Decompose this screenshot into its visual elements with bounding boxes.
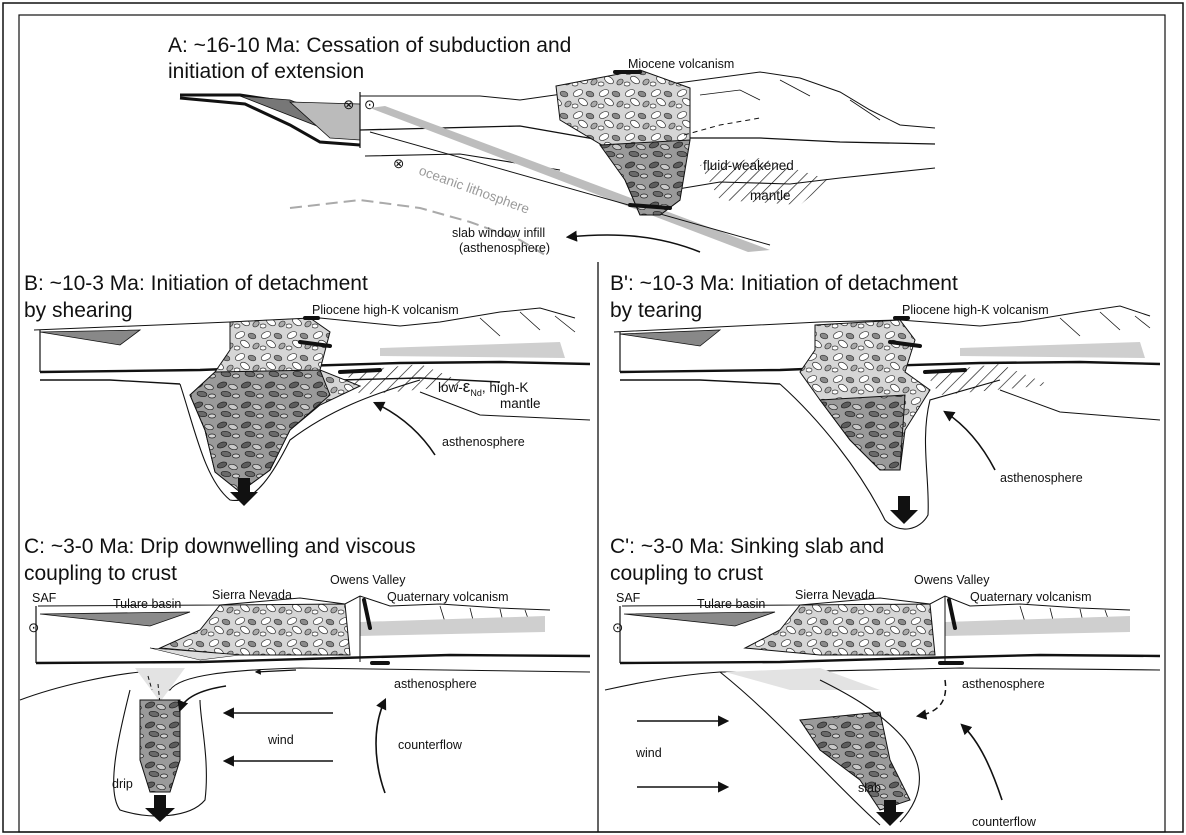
panel-c-drip-body — [140, 700, 180, 792]
panel-b2-asthenosphere-label: asthenosphere — [1000, 471, 1083, 485]
panel-a-fluid-label-2: mantle — [750, 188, 791, 203]
panel-b: B: ~10-3 Ma: Initiation of detachment by… — [24, 272, 590, 506]
panel-c: C: ~3-0 Ma: Drip downwelling and viscous… — [20, 535, 590, 822]
panel-c-lithosphere-base — [20, 668, 590, 700]
panel-a-into-page-symbol: ⊗ — [343, 97, 354, 112]
panel-b2-tearing-slab — [820, 395, 905, 470]
panel-c2-asthenosphere-label: asthenosphere — [962, 677, 1045, 691]
panel-c2-light-wedge — [945, 616, 1130, 636]
panel-c2-coupling-arrow — [918, 680, 946, 716]
panel-c2-wind-label: wind — [635, 746, 662, 760]
panel-c-owens-label: Owens Valley — [330, 573, 406, 587]
panel-c-drip-neck — [135, 668, 185, 702]
panel-b-volcanism-label: Pliocene high-K volcanism — [312, 303, 459, 317]
panel-c2-lithosphere-base — [605, 668, 1160, 690]
panel-c-counterflow-arrow — [376, 700, 385, 793]
panel-b2-title-line1: B': ~10-3 Ma: Initiation of detachment — [610, 272, 958, 295]
panel-c-moho — [36, 655, 590, 663]
panel-a-title-line2: initiation of extension — [168, 60, 364, 83]
panel-c-title-line2: coupling to crust — [24, 562, 177, 585]
panel-c2-saf-label: SAF — [616, 591, 641, 605]
panel-c2-counterflow-label: counterflow — [972, 815, 1037, 829]
panel-a-title-line1: A: ~16-10 Ma: Cessation of subduction an… — [168, 34, 571, 57]
panel-b2-relief-lines — [1060, 312, 1150, 336]
panel-b2-lithosphere-east — [1000, 390, 1160, 420]
panel-c-shear-arrow — [256, 670, 296, 672]
panel-c-out-of-page-symbol: ⊙ — [28, 620, 39, 635]
panel-b-prime: B': ~10-3 Ma: Initiation of detachment b… — [610, 272, 1160, 529]
panel-b-title-line1: B: ~10-3 Ma: Initiation of detachment — [24, 272, 368, 295]
panel-b2-basin — [620, 330, 720, 346]
panel-c-tulare-basin — [40, 612, 190, 626]
panel-a-dashed-structure — [684, 118, 760, 135]
panel-c-quaternary-label: Quaternary volcanism — [387, 590, 509, 604]
panel-c-asthenosphere-label: asthenosphere — [394, 677, 477, 691]
panel-b2-enriched-mantle — [925, 364, 1050, 395]
panel-b-basin — [40, 330, 140, 345]
panel-c2-title-line2: coupling to crust — [610, 562, 763, 585]
panel-b-light-wedge — [380, 342, 565, 358]
panel-c2-title-line1: C': ~3-0 Ma: Sinking slab and — [610, 535, 884, 558]
panel-b2-asthenosphere-arrow — [945, 412, 995, 470]
panel-c2-out-of-page-symbol: ⊙ — [612, 620, 623, 635]
panel-b-mantle-label: mantle — [500, 396, 541, 411]
panel-a-lower-crust-body — [600, 140, 690, 215]
panel-c2-moho — [620, 655, 1160, 663]
panel-b2-volcanism-label: Pliocene high-K volcanism — [902, 303, 1049, 317]
panel-a: A: ~16-10 Ma: Cessation of subduction an… — [168, 34, 935, 255]
panel-a-volcanism-label: Miocene volcanism — [628, 57, 734, 71]
panel-a-infill-arrow — [568, 235, 700, 252]
panel-b-mantle-low-label: low-εNd, high-K — [438, 377, 528, 398]
panel-c2-tulare-label: Tulare basin — [697, 597, 765, 611]
panel-b2-title-line2: by tearing — [610, 299, 702, 322]
panel-a-fluid-label-1: fluid-weakened — [703, 158, 794, 173]
panel-c-sinking-arrow — [145, 795, 175, 822]
panel-c-wind-label: wind — [267, 733, 294, 747]
panel-c2-quaternary-label: Quaternary volcanism — [970, 590, 1092, 604]
panel-b-title-line2: by shearing — [24, 299, 133, 322]
panel-b-asthenosphere-arrow — [375, 403, 435, 455]
panel-c2-slab-neck — [725, 668, 880, 690]
panel-b2-light-wedge — [960, 342, 1145, 358]
panel-c-coupling-arrow — [180, 686, 226, 710]
panel-a-slab-window-label-1: slab window infill — [452, 226, 545, 240]
panel-c2-tulare-basin — [624, 612, 775, 626]
panel-c-counterflow-label: counterflow — [398, 738, 463, 752]
panel-a-out-of-page-symbol: ⊙ — [364, 97, 375, 112]
panel-c-tulare-label: Tulare basin — [113, 597, 181, 611]
panel-b-lith-base-west — [40, 380, 180, 384]
panel-c2-sinking-slab — [800, 712, 910, 810]
panel-c-light-wedge — [360, 616, 545, 636]
panel-c-saf-label: SAF — [32, 591, 57, 605]
panel-b-asthenosphere-label: asthenosphere — [442, 435, 525, 449]
panel-c-prime: C': ~3-0 Ma: Sinking slab and coupling t… — [605, 535, 1160, 829]
panel-a-oceanic-label: oceanic lithosphere — [417, 163, 531, 217]
panel-b2-sinking-arrow — [890, 496, 918, 524]
panel-b2-lith-base-west — [620, 380, 780, 384]
panel-c2-slab-label: slab — [858, 781, 881, 795]
panel-c-title-line1: C: ~3-0 Ma: Drip downwelling and viscous — [24, 535, 416, 558]
panel-c2-owens-label: Owens Valley — [914, 573, 990, 587]
panel-a-slab-window-label-2: (asthenosphere) — [459, 241, 550, 255]
panel-c2-counterflow-arrow — [962, 725, 1002, 800]
panel-a-into-page-symbol-2: ⊗ — [393, 156, 404, 171]
panel-a-slab-top — [370, 132, 770, 245]
panel-b-relief-lines — [480, 312, 575, 336]
panel-c-drip-label: drip — [112, 777, 133, 791]
